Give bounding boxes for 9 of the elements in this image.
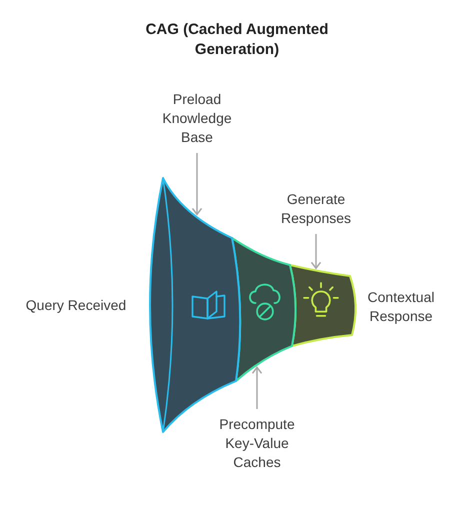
arrow (252, 366, 262, 409)
step-label: Generate Responses (280, 190, 352, 228)
arrow (310, 234, 322, 270)
output-label: Contextual Response (367, 288, 435, 326)
diagram-title: CAG (Cached Augmented Generation) (145, 20, 329, 60)
step-label: Precompute Key-Value Caches (218, 415, 296, 472)
arrow (192, 153, 202, 216)
step-label: Preload Knowledge Base (162, 90, 232, 147)
input-label: Query Received (25, 296, 127, 315)
